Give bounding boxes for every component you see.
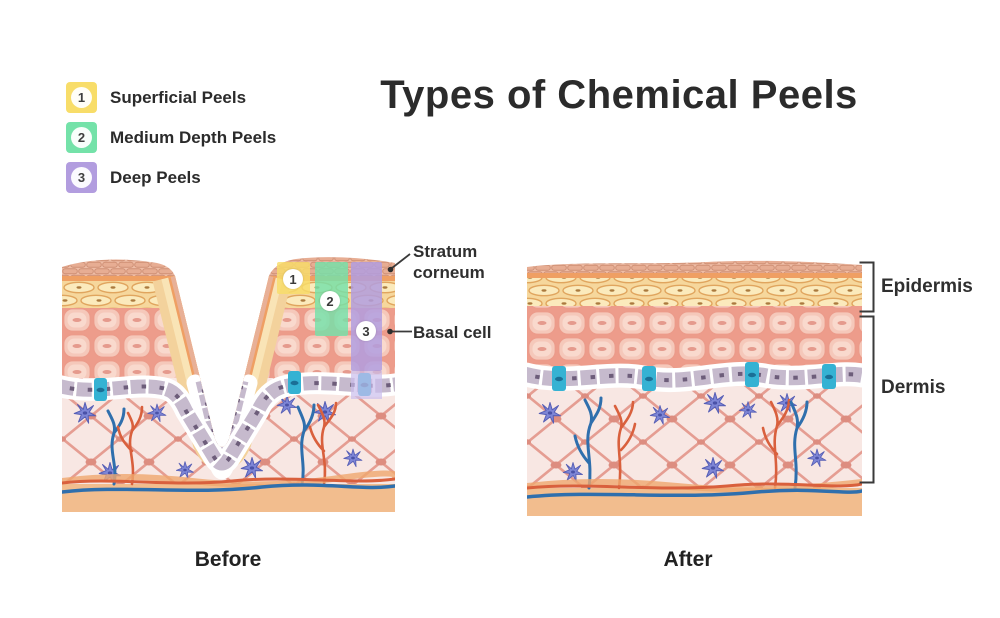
legend-label: Medium Depth Peels — [110, 127, 277, 147]
after-caption: After — [663, 548, 713, 571]
basal-layer — [527, 361, 862, 393]
page-title: Types of Chemical Peels — [380, 73, 858, 117]
orange-boundary — [527, 273, 862, 278]
before-caption: Before — [194, 548, 262, 571]
deep-peel-strip — [351, 262, 382, 371]
legend-label: Superficial Peels — [110, 87, 247, 107]
stratum-corneum-pointer-line — [391, 253, 411, 269]
after-panel — [527, 260, 862, 516]
legend-swatch-green: 2 — [66, 122, 97, 153]
basal-teal-cells — [552, 362, 836, 391]
badge-superficial: 1 — [283, 269, 303, 289]
legend-swatch-purple: 3 — [66, 162, 97, 193]
badge-medium: 2 — [320, 291, 340, 311]
legend: 1 Superficial Peels 2 Medium Depth Peels… — [66, 82, 276, 202]
subcutis-layer — [527, 488, 862, 516]
dermis-bracket — [859, 315, 875, 484]
stratum-corneum-label: Stratum corneum — [413, 242, 485, 282]
dermis-vessels — [573, 396, 809, 490]
subcutis-vessels — [62, 470, 395, 494]
annotation-lines — [391, 253, 875, 484]
badge-deep: 3 — [356, 321, 376, 341]
granular-layer — [527, 278, 862, 306]
legend-label: Deep Peels — [110, 167, 201, 187]
dermis-vessels — [106, 401, 338, 486]
epidermis-label: Epidermis — [881, 276, 973, 297]
legend-number: 3 — [71, 167, 92, 188]
legend-item-medium: 2 Medium Depth Peels — [66, 122, 276, 153]
legend-item-superficial: 1 Superficial Peels — [66, 82, 276, 113]
deep-peel-strip-tail — [351, 371, 382, 399]
stratum-corneum-layer — [527, 260, 862, 273]
legend-item-deep: 3 Deep Peels — [66, 162, 276, 193]
before-panel — [62, 257, 395, 512]
subcutis-vessels — [527, 479, 862, 499]
epidermis-layer — [527, 306, 862, 368]
stratum-corneum-pointer-dot — [387, 266, 394, 273]
dermis-label: Dermis — [881, 377, 946, 398]
legend-number: 2 — [71, 127, 92, 148]
epidermis-bracket — [859, 261, 875, 313]
legend-number: 1 — [71, 87, 92, 108]
basal-cell-pointer-dot — [387, 328, 393, 335]
basal-cell-label: Basal cell — [413, 323, 492, 342]
legend-swatch-yellow: 1 — [66, 82, 97, 113]
